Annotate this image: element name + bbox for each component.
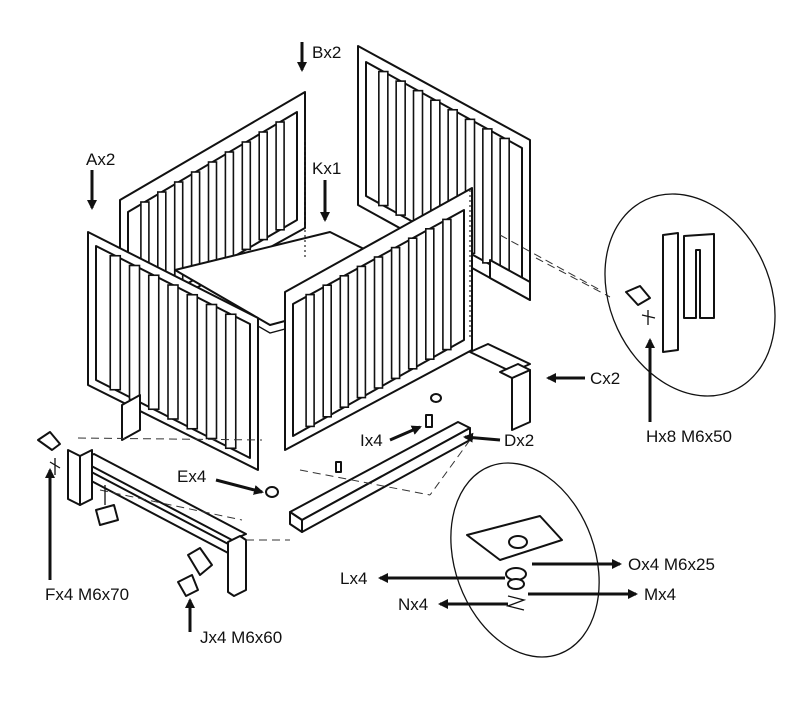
- side-panel-far: [357, 45, 531, 301]
- crib-slat: [424, 228, 435, 360]
- crib-slat: [395, 80, 406, 216]
- label-e: Ex4: [177, 467, 206, 486]
- crib-slat: [390, 246, 401, 380]
- crib-slat: [356, 265, 367, 399]
- crossbar-d: [289, 421, 471, 533]
- crib-slat: [373, 256, 384, 389]
- crib-slat: [407, 237, 418, 370]
- bolt-f: [37, 431, 61, 475]
- crib-slat: [224, 151, 235, 260]
- crib-slat: [167, 284, 179, 420]
- dowel-i: [335, 393, 442, 473]
- crib-slat: [205, 303, 218, 440]
- crib-slat: [412, 89, 424, 226]
- crib-slat: [322, 284, 333, 418]
- leg-c: [469, 343, 531, 431]
- label-o: Ox4 M6x25: [628, 555, 715, 574]
- crib-slat: [207, 161, 218, 270]
- label-k: Kx1: [312, 159, 341, 178]
- crib-slat: [482, 128, 493, 264]
- crib-slat: [241, 141, 252, 251]
- label-l: Lx4: [340, 569, 367, 588]
- crib-slat: [190, 171, 201, 280]
- label-a: Ax2: [86, 150, 115, 169]
- crib-slat: [305, 293, 315, 428]
- label-b: Bx2: [312, 43, 341, 62]
- label-arrows: [45, 42, 655, 632]
- crib-slat: [339, 274, 350, 408]
- crib-slat: [128, 264, 141, 401]
- label-n: Nx4: [398, 595, 428, 614]
- detail-oval-fastener: [450, 462, 600, 658]
- crib-slat: [224, 313, 237, 450]
- label-d: Dx2: [504, 431, 534, 450]
- crib-slat: [275, 121, 285, 231]
- crib-slat: [442, 218, 452, 351]
- label-j: Jx4 M6x60: [200, 628, 282, 647]
- crib-slat: [499, 137, 510, 274]
- label-f: Fx4 M6x70: [45, 585, 129, 604]
- leg-rail-front: [67, 449, 247, 597]
- cam-nut-e: [265, 486, 279, 498]
- arrow-e: [215, 478, 264, 495]
- crib-slat: [258, 131, 269, 241]
- part-labels: Bx2 Ax2 Kx1 Cx2 Dx2 Ix4 Ex4 Fx4 M6x70 Jx…: [45, 43, 732, 647]
- label-m: Mx4: [644, 585, 676, 604]
- crib-slat: [378, 70, 389, 207]
- arrow-d: [463, 432, 501, 443]
- side-panel-a: [87, 231, 259, 471]
- arrow-i: [389, 425, 422, 442]
- label-c: Cx2: [590, 369, 620, 388]
- label-i: Ix4: [360, 431, 383, 450]
- crib-slat: [186, 293, 199, 430]
- crib-slat: [147, 274, 160, 411]
- label-h: Hx8 M6x50: [646, 427, 732, 446]
- assembly-guide-lines: [77, 140, 611, 541]
- front-panel: [284, 187, 473, 451]
- crib-slat: [109, 254, 122, 391]
- detail-oval-h: [604, 193, 776, 397]
- bolt-j: [95, 485, 213, 597]
